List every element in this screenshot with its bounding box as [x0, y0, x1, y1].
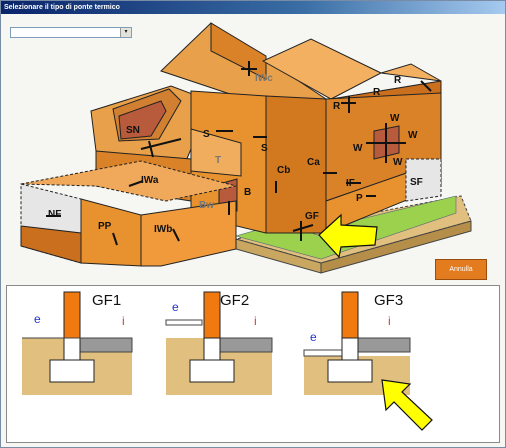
exterior-label: e	[172, 300, 179, 314]
chevron-down-icon[interactable]: ▾	[120, 28, 131, 37]
option-gf3[interactable]: GF3 e i	[300, 290, 433, 431]
detail-gf2-icon	[165, 291, 273, 395]
option-gf2[interactable]: GF2 e i	[162, 290, 282, 395]
label-sf: SF	[410, 177, 423, 188]
label-sn: SN	[126, 125, 140, 136]
window-title: Selezionare il tipo di ponte termico	[1, 1, 505, 14]
options-panel: GF1 e i GF2 e i	[6, 285, 500, 443]
option-title: GF3	[374, 292, 404, 309]
arrow-pointer-icon	[381, 379, 433, 431]
label-r-top: R	[394, 75, 402, 86]
label-s-left: S	[203, 129, 210, 140]
building-diagram: IWc R R R SN S S T W W W W Cb Ca IWa SF …	[20, 22, 472, 274]
label-w3: W	[353, 143, 363, 154]
label-iwa: IWa	[141, 175, 159, 186]
option-title: GF1	[92, 292, 122, 309]
option-title: GF2	[220, 292, 250, 309]
label-ca: Ca	[307, 157, 320, 168]
interior-label: i	[388, 314, 391, 328]
label-t: T	[215, 155, 221, 166]
detail-gf1-icon	[22, 291, 133, 395]
label-pp: PP	[98, 221, 112, 232]
exterior-label: e	[34, 312, 41, 326]
interior-label: i	[254, 314, 257, 328]
label-gf: GF	[305, 211, 319, 222]
label-iwc: IWc	[255, 73, 273, 84]
label-nf: NF	[48, 209, 61, 220]
option-gf1[interactable]: GF1 e i	[22, 290, 142, 395]
label-iwb: IWb	[154, 224, 172, 235]
label-r-left: R	[333, 101, 341, 112]
label-bw: Bw	[199, 200, 214, 211]
bridge-type-select[interactable]: ▾	[10, 27, 132, 38]
label-b: B	[244, 187, 251, 198]
arrow-pointer-icon	[318, 213, 378, 259]
label-w2: W	[408, 130, 418, 141]
label-p: P	[356, 193, 363, 204]
label-if: IF	[346, 178, 355, 189]
label-s-right: S	[261, 143, 268, 154]
label-r-mid: R	[373, 87, 381, 98]
label-w4: W	[393, 157, 403, 168]
label-w1: W	[390, 113, 400, 124]
cancel-button[interactable]: Annulla	[435, 259, 487, 280]
exterior-label: e	[310, 330, 317, 344]
label-cb: Cb	[277, 165, 290, 176]
interior-label: i	[122, 314, 125, 328]
